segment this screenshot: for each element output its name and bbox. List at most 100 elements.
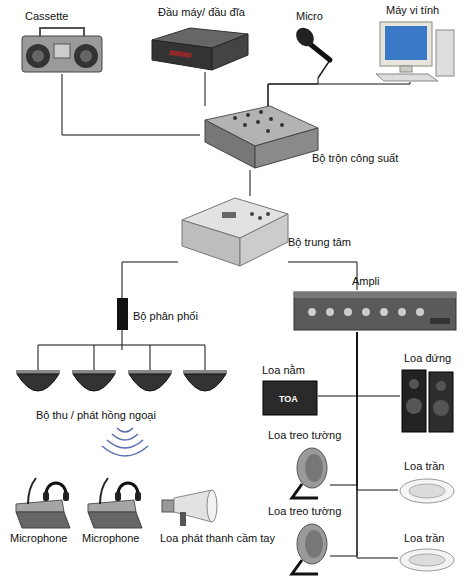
source-device: Đầu máy/ đầu đĩa <box>150 26 248 72</box>
ampli-knob <box>344 308 352 316</box>
ir-wave <box>112 434 138 440</box>
computer-stand <box>400 66 412 72</box>
headphone-cup <box>43 492 49 501</box>
ir-wave <box>117 428 133 432</box>
mixer-front <box>205 120 255 168</box>
ampli-knob <box>362 308 370 316</box>
speaker-driver <box>436 381 446 391</box>
mixer-device: Bộ trộn công suất <box>200 106 318 170</box>
speaker-driver <box>433 400 449 416</box>
ceiling-speaker <box>400 549 454 571</box>
ampli-switch <box>430 318 450 324</box>
central-display <box>222 212 236 218</box>
headphone-band <box>118 483 138 494</box>
ir-bus-wire <box>38 345 205 346</box>
wall-speaker <box>297 524 327 564</box>
delegate-mic-unit: Microphone <box>14 472 78 530</box>
device-label: Loa treo tường <box>268 505 341 518</box>
signal-cable <box>122 262 178 298</box>
ir-dome-mount <box>72 370 116 374</box>
micro-handle <box>310 44 330 60</box>
speaker-device: Loa đứng <box>400 368 456 432</box>
micro-head <box>292 24 317 50</box>
signal-cable <box>357 332 400 396</box>
source-device: Máy vi tính <box>372 20 456 82</box>
ir-dome-mount <box>16 370 60 374</box>
signal-cable <box>62 74 200 135</box>
player-front <box>152 40 212 70</box>
ir-dome-mount <box>128 370 172 374</box>
mixer-knob <box>266 129 270 133</box>
mixer-top <box>205 106 318 146</box>
signal-cable <box>268 78 318 106</box>
player-display <box>169 50 191 58</box>
device-label: Ampli <box>352 275 380 288</box>
signal-cable <box>318 332 357 396</box>
signal-cable <box>357 332 398 490</box>
computer-screen <box>385 26 427 60</box>
ir-transceiver-group: Bộ thu / phát hồng ngoại <box>12 350 236 408</box>
cassette-speaker-cone <box>32 50 44 62</box>
brand-logo: TOA <box>279 394 298 404</box>
player-top <box>152 28 248 48</box>
ampli-knob <box>416 308 424 316</box>
device-label: Bộ phân phối <box>133 310 198 323</box>
wall-bracket <box>292 484 318 498</box>
device-label: Bộ thu / phát hồng ngoại <box>36 409 156 422</box>
ampli-top-strip <box>294 292 456 298</box>
mixer-knob <box>259 110 263 114</box>
desk-mic-neck <box>28 478 36 504</box>
distributor-block: Bộ phân phối <box>117 298 128 330</box>
tower-speaker <box>429 372 453 432</box>
megaphone-device: Loa phát thanh cầm tay <box>160 486 220 530</box>
cassette-body <box>22 36 102 72</box>
wall-speaker <box>297 448 327 488</box>
desk-mic-base <box>88 512 142 528</box>
central-top <box>182 198 288 238</box>
source-device: Cassette <box>20 26 104 74</box>
computer-monitor <box>380 22 432 66</box>
ir-dome <box>129 374 171 391</box>
device-label: Loa treo tường <box>268 429 341 442</box>
desk-mic-top <box>16 500 64 512</box>
signal-cable <box>357 332 398 558</box>
central-unit: Bộ trung tâm <box>178 196 288 270</box>
megaphone-back <box>162 500 174 512</box>
signal-cable <box>288 262 357 290</box>
mixer-knob <box>280 123 284 127</box>
signal-cable <box>122 330 123 350</box>
signal-cable <box>330 332 357 556</box>
ceiling-speaker <box>400 479 454 503</box>
ir-drop-wire <box>150 345 151 370</box>
cassette-speaker <box>26 44 50 68</box>
ceiling-speaker-grill <box>409 484 445 498</box>
ir-dome-mount <box>183 370 227 374</box>
desk-mic-base <box>16 512 70 528</box>
ampli-knob <box>308 308 316 316</box>
ampli-knob <box>326 308 334 316</box>
ampli-body <box>294 292 456 330</box>
wall-bracket <box>292 560 318 574</box>
wall-speaker-grill <box>305 454 323 482</box>
device-label: Loa trần <box>404 532 444 545</box>
device-label: Bộ trộn công suất <box>312 152 398 165</box>
signal-cable <box>330 332 357 485</box>
speaker-device: Loa trần <box>398 476 456 506</box>
central-front <box>182 220 240 266</box>
mixer-knob <box>246 113 250 117</box>
computer-tower <box>436 30 454 76</box>
device-label: Cassette <box>25 10 68 23</box>
device-label: Microphone <box>82 532 139 545</box>
device-label: Đầu máy/ đầu đĩa <box>158 6 245 19</box>
megaphone-handle <box>180 512 186 526</box>
speaker-device: Loa treo tường <box>284 520 330 576</box>
device-label: Loa đứng <box>404 352 451 365</box>
headphone-cup <box>63 492 69 501</box>
megaphone-bell <box>207 490 217 522</box>
ir-wave <box>102 446 148 456</box>
speaker-driver <box>409 379 419 389</box>
device-label: Loa phát thanh cầm tay <box>160 532 275 545</box>
signal-cable <box>205 72 206 106</box>
